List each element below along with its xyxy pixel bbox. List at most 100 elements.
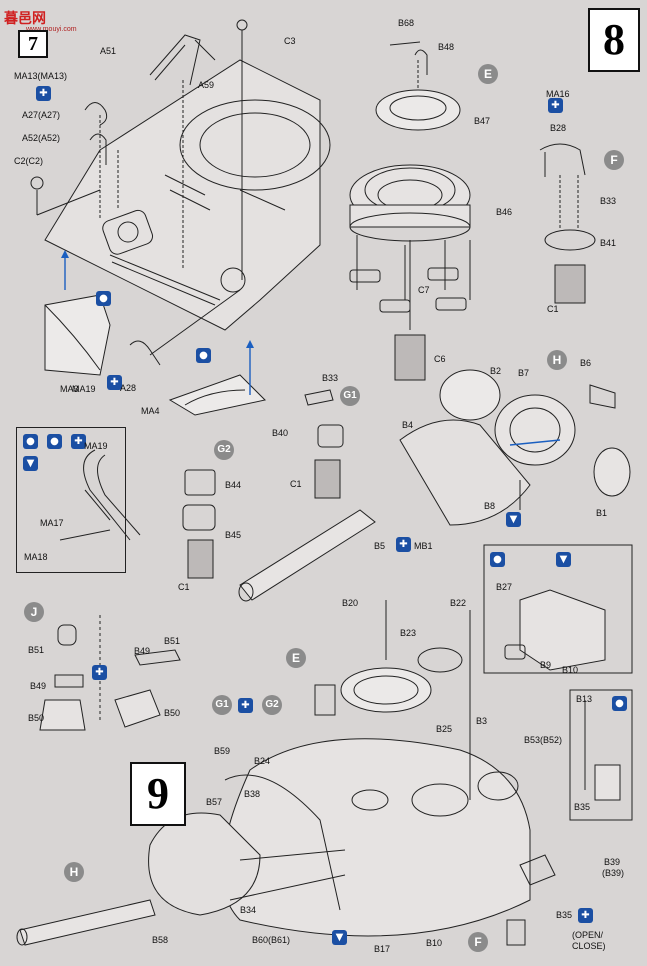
glue-icon: ✚ [107, 375, 122, 390]
label-b41: B41 [600, 238, 617, 248]
step-8-number: 8 [588, 8, 640, 72]
label-b59: B59 [214, 746, 231, 756]
label-b33: B33 [600, 196, 617, 206]
label-b46: B46 [496, 207, 513, 217]
label-b5: B5 [374, 541, 386, 551]
label-c6: C6 [434, 354, 446, 364]
label-b24: B24 [254, 756, 271, 766]
callout-g2-9: G2 [262, 695, 282, 715]
label-b44: B44 [225, 480, 242, 490]
paint-icon: ● [96, 291, 111, 306]
label-c7: C7 [418, 285, 430, 295]
callout-f: F [604, 150, 624, 170]
label-b10: B10 [562, 665, 579, 675]
label-b39-paren: (B39) [602, 868, 625, 878]
label-b9: B9 [540, 660, 552, 670]
label-b2: B2 [490, 366, 502, 376]
callout-h-9: H [64, 862, 84, 882]
label-ma19-detail: MA19 [84, 441, 108, 451]
label-a52: A52(A52) [22, 133, 61, 143]
label-b20: B20 [342, 598, 359, 608]
label-b22: B22 [450, 598, 467, 608]
step-7-number: 7 [18, 30, 48, 58]
paint-icon: ● [490, 552, 505, 567]
label-b51-b: B51 [164, 636, 181, 646]
label-b49: B49 [30, 681, 47, 691]
label-b3: B3 [476, 716, 488, 726]
gun-barrel [239, 509, 376, 601]
turret-ring [179, 99, 331, 191]
label-c1-g1: C1 [290, 479, 302, 489]
label-b7: B7 [518, 368, 530, 378]
turret-body [221, 738, 531, 937]
cement-icon: ▼ [556, 552, 571, 567]
part-b50-b [114, 689, 161, 728]
label-ma18: MA18 [24, 552, 48, 562]
inset-box-2 [569, 689, 633, 821]
label-ma19: MA19 [72, 384, 96, 394]
cement-icon: ▼ [506, 512, 521, 527]
inset-box [483, 544, 633, 674]
part-b1 [593, 447, 631, 497]
label-b4: B4 [402, 420, 414, 430]
glue-icon: ✚ [92, 665, 107, 680]
label-b35-b: B35 [556, 910, 573, 920]
callout-g1: G1 [340, 386, 360, 406]
label-c1-g2: C1 [178, 582, 190, 592]
paint-icon: ● [23, 434, 38, 449]
label-mb1: MB1 [414, 541, 433, 551]
label-b53: B53(B52) [524, 735, 563, 745]
part-a51 [149, 34, 216, 86]
label-a51: A51 [100, 46, 117, 56]
label-b39: B39 [604, 857, 621, 867]
watermark-url: www.mouyi.com [26, 26, 77, 33]
part-ma3 [44, 294, 111, 376]
part-c6 [394, 334, 426, 381]
step-9-number: 9 [130, 762, 186, 826]
callout-g1-9: G1 [212, 695, 232, 715]
glue-icon: ✚ [71, 434, 86, 449]
part-c3 [236, 19, 248, 31]
label-ma4: MA4 [141, 406, 160, 416]
paint-icon: ● [47, 434, 62, 449]
label-b48: B48 [438, 42, 455, 52]
label-b10-9: B10 [426, 938, 443, 948]
label-b33-g1: B33 [322, 373, 339, 383]
label-b68: B68 [398, 18, 415, 28]
part-ma4 [168, 374, 267, 416]
watermark-logo: 暮邑网 [4, 10, 46, 26]
label-b28: B28 [550, 123, 567, 133]
label-b51: B51 [28, 645, 45, 655]
cement-icon: ▼ [332, 930, 347, 945]
callout-j: J [24, 602, 44, 622]
ma19-detail-box: ● ● ✚ ▼ [16, 427, 126, 573]
label-b60: B60(B61) [252, 935, 291, 945]
label-b25: B25 [436, 724, 453, 734]
label-b1: B1 [596, 508, 608, 518]
label-b35: B35 [574, 802, 591, 812]
label-b27: B27 [496, 582, 513, 592]
part-c1-b [314, 459, 341, 499]
label-b34: B34 [240, 905, 257, 915]
glue-icon: ✚ [36, 86, 51, 101]
label-ma3: MA3 [60, 384, 79, 394]
hatch [102, 209, 154, 255]
label-ma13: MA13(MA13) [14, 71, 68, 81]
label-b57: B57 [206, 797, 223, 807]
label-open: (OPEN/ [572, 930, 604, 940]
label-b6: B6 [580, 358, 592, 368]
callout-h: H [547, 350, 567, 370]
glue-icon: ✚ [548, 98, 563, 113]
label-a28: A28 [120, 383, 137, 393]
label-b50-b: B50 [164, 708, 181, 718]
label-b23: B23 [400, 628, 417, 638]
label-b45: B45 [225, 530, 242, 540]
part-c1-c [187, 539, 214, 579]
label-ma17: MA17 [40, 518, 64, 528]
mantlet [399, 419, 531, 526]
callout-f-9: F [468, 932, 488, 952]
callout-e-9: E [286, 648, 306, 668]
glue-icon: ✚ [238, 698, 253, 713]
